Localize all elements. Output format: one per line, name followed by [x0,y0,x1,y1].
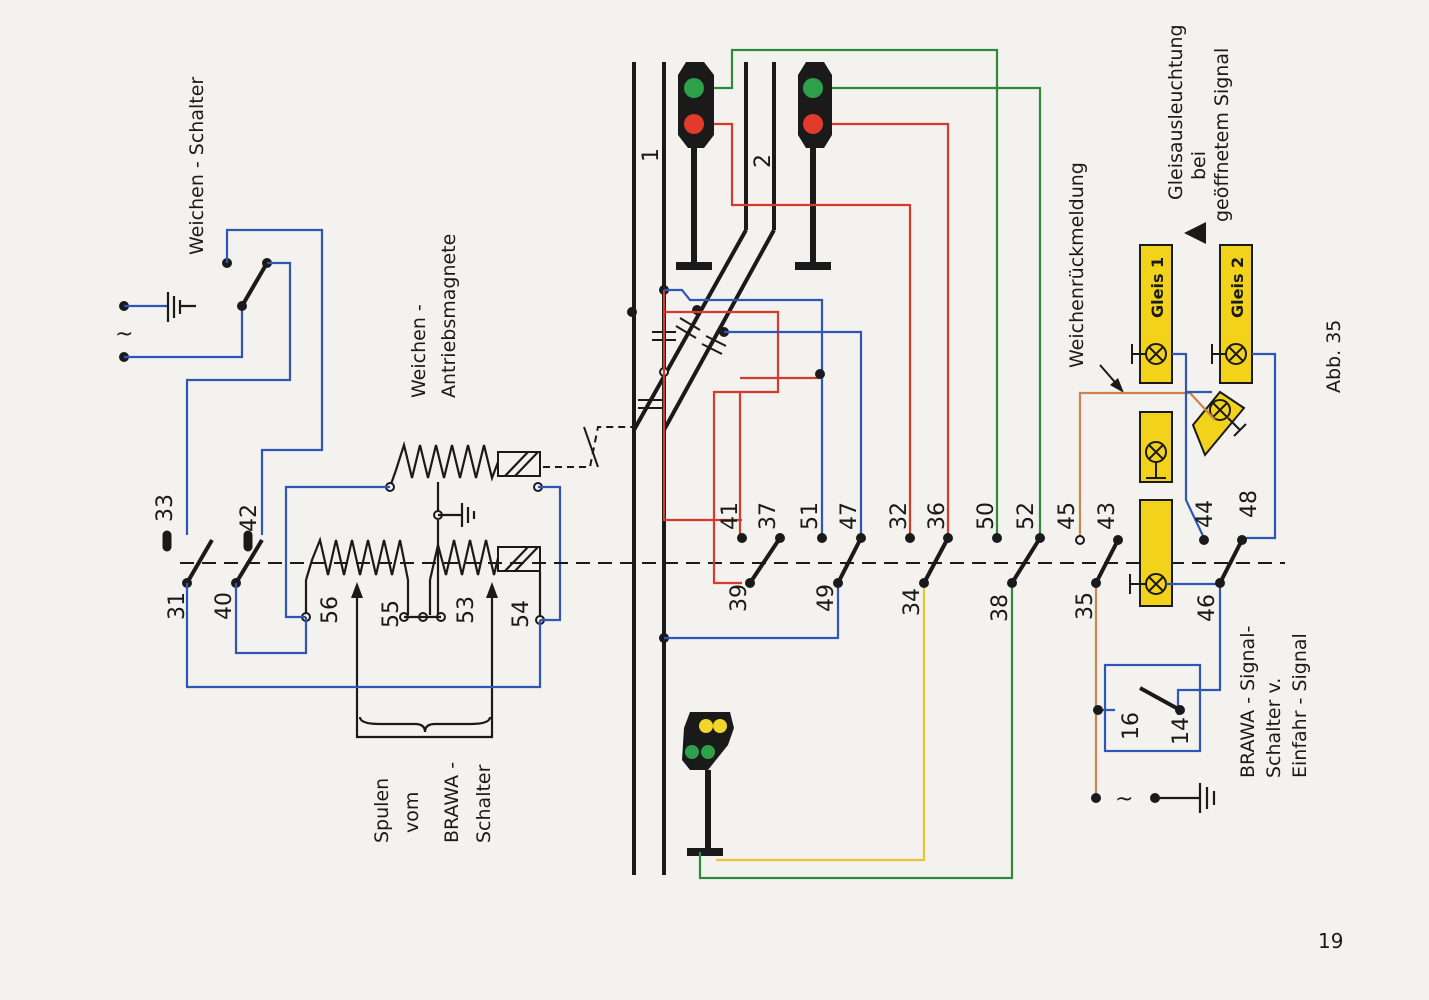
terminal-48: 48 [1237,490,1262,518]
spulen-brace [358,716,492,733]
antriebsmagnete-group: Weichen - Antriebsmagnete Spulen [284,234,562,843]
terminal-44: 44 [1193,500,1218,528]
terminal-36: 36 [925,502,950,530]
antriebsmagnete-label: Antriebsmagnete [438,234,460,398]
weichen-schalter-group: Weichen - Schalter ~ [115,77,324,535]
spulen-label-1: Spulen [371,778,393,843]
terminal-43: 43 [1095,502,1120,530]
gleisausleuchtung-label-2: bei [1188,151,1210,180]
terminal-45: 45 [1055,502,1080,530]
upper-coil-core [497,451,541,477]
terminal-51: 51 [798,502,823,530]
weichen-switch-lever [240,261,269,308]
terminal-56: 56 [318,596,343,624]
terminal-52: 52 [1014,502,1039,530]
figure-label: Abb. 35 [1323,320,1345,393]
terminal-33: 33 [153,494,178,522]
brawa-label-2: Schalter v. [1263,678,1285,778]
terminal-35: 35 [1073,592,1098,620]
coil-ground [438,503,476,527]
track-1-label: 1 [639,148,664,162]
switch-block-middle: 41 37 39 51 47 49 32 36 34 50 52 38 [718,502,1045,622]
weichen-label: Weichen - [408,304,430,398]
terminal-38: 38 [988,594,1013,622]
ac-symbol-right: ~ [1115,787,1133,812]
terminal-49: 49 [814,584,839,612]
lamp-gleis-1-label: Gleis 1 [1148,257,1167,318]
terminal-50: 50 [974,502,999,530]
terminal-34: 34 [900,588,925,616]
ground-symbol [166,292,196,322]
weichenrueckmeldung-label: Weichenrückmeldung [1066,162,1088,368]
ac-symbol: ~ [115,322,133,347]
terminal-46: 46 [1195,594,1220,622]
lower-coil-left [304,536,410,581]
terminal-41: 41 [718,502,743,530]
terminal-47: 47 [837,502,862,530]
terminal-32: 32 [887,502,912,530]
gleisausleuchtung-label-1: Gleisausleuchtung [1165,24,1187,200]
spulen-label-4: Schalter [473,764,495,843]
lower-coil-right [428,539,500,581]
terminal-55: 55 [379,600,404,628]
terminal-40: 40 [212,592,237,620]
page-number: 19 [1318,929,1343,953]
entry-signal [682,712,734,856]
right-section: Weichenrückmeldung Gleisausleuchtung bei… [1055,24,1345,813]
lamp-gleis-2-label: Gleis 2 [1228,257,1247,318]
terminal-37: 37 [756,502,781,530]
terminal-54: 54 [509,600,534,628]
brawa-switch-box [1103,663,1202,753]
terminal-31: 31 [165,592,190,620]
terminal-39: 39 [727,584,752,612]
spulen-label-3: BRAWA - [441,762,463,843]
gleisausleuchtung-label-3: geöffnetem Signal [1211,48,1233,222]
signal-2 [795,62,832,270]
brawa-label-3: Einfahr - Signal [1289,633,1311,778]
weichen-schalter-label: Weichen - Schalter [186,77,208,255]
switch-block-left: 33 31 42 40 56 55 53 54 [153,494,542,689]
spulen-label-2: vom [401,792,423,833]
lower-coil-core [497,546,541,572]
terminal-16: 16 [1119,712,1144,740]
terminal-14: 14 [1169,717,1194,745]
track-2-label: 2 [751,154,776,168]
upper-coil [388,440,500,488]
lamp-weichenrueckmeldung [1191,390,1246,457]
terminal-53: 53 [454,596,479,624]
terminal-42: 42 [237,504,262,532]
signal-1 [676,62,714,270]
brawa-label-1: BRAWA - Signal- [1237,626,1259,778]
